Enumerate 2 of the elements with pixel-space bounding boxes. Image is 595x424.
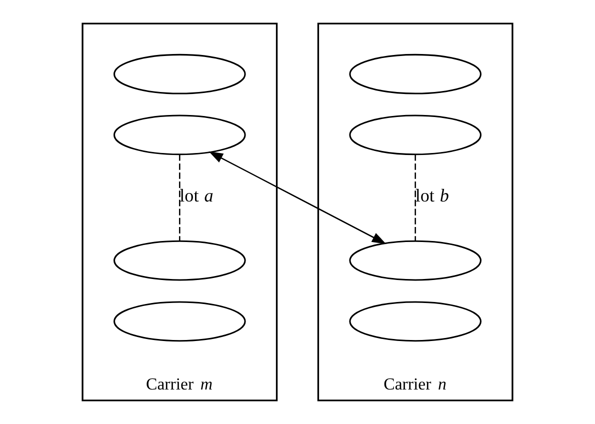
edge-label: lot b [415,185,450,206]
edge-label: lot a [180,185,214,206]
